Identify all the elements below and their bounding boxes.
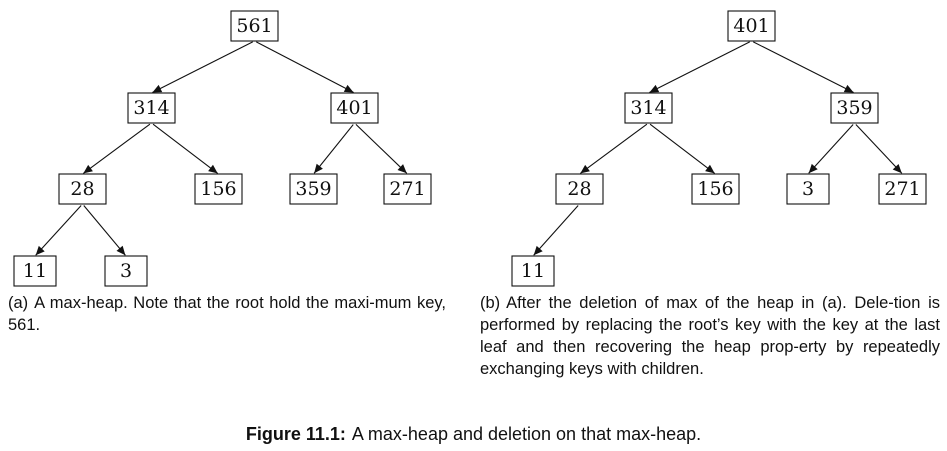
edge-314-to-156 (152, 123, 219, 174)
edge-401-to-359 (753, 41, 854, 94)
heap-node-271: 271 (878, 173, 927, 205)
subcaption-b-text: After the deletion of max of the heap in… (480, 294, 940, 378)
node-key: 271 (884, 178, 920, 200)
edge-28-to-3 (83, 205, 126, 256)
arrowhead-icon (314, 163, 323, 174)
node-key: 3 (120, 260, 132, 282)
arrowhead-icon (580, 164, 590, 174)
figure-caption: Figure 11.1:A max-heap and deletion on t… (0, 424, 947, 445)
heap-node-271: 271 (383, 173, 432, 205)
edge-359-to-271 (855, 124, 903, 174)
node-key: 359 (836, 97, 872, 119)
edge-28-to-11 (533, 205, 579, 256)
edge-401-to-314 (649, 41, 750, 94)
node-box (830, 92, 879, 124)
figure-caption-text: A max-heap and deletion on that max-heap… (351, 424, 702, 444)
node-key: 271 (389, 178, 425, 200)
arrowhead-icon (35, 245, 45, 256)
heap-node-359: 359 (289, 173, 338, 205)
arrowhead-icon (892, 163, 902, 174)
node-key: 561 (236, 15, 272, 37)
subcaption-a: (a)A max-heap. Note that the root hold t… (8, 292, 446, 336)
node-box (383, 173, 432, 205)
node-key: 401 (336, 97, 372, 119)
node-box (13, 255, 57, 287)
node-box (330, 92, 379, 124)
node-key: 314 (630, 97, 666, 119)
arrowhead-icon (533, 245, 543, 256)
node-box (194, 173, 243, 205)
arrowhead-icon (705, 164, 715, 174)
heap-node-314: 314 (127, 92, 176, 124)
edge-314-to-156 (649, 123, 716, 174)
arrowhead-icon (808, 163, 818, 174)
edge-314-to-28 (579, 123, 648, 174)
node-key: 314 (133, 97, 169, 119)
heap-node-3: 3 (104, 255, 148, 287)
node-box (58, 173, 107, 205)
heap-node-3: 3 (786, 173, 830, 205)
node-box (104, 255, 148, 287)
node-key: 11 (521, 260, 545, 282)
node-box (727, 10, 776, 42)
node-key: 3 (802, 178, 814, 200)
heap-diagrams: 561 314 401 28 156 359 271 11 3 401 314 359 28 156 3 2… (13, 10, 927, 287)
arrowhead-icon (649, 84, 660, 93)
node-key: 11 (23, 260, 47, 282)
max-heap-tree-a: 561 314 401 28 156 359 271 11 3 (13, 10, 432, 287)
arrowhead-icon (116, 245, 126, 256)
edge-28-to-11 (35, 205, 82, 256)
edge-401-to-359 (313, 124, 354, 174)
heap-node-28: 28 (555, 173, 604, 205)
node-box (230, 10, 279, 42)
edge-561-to-401 (256, 41, 354, 94)
node-box (555, 173, 604, 205)
subcaption-b: (b)After the deletion of max of the heap… (480, 292, 940, 380)
subcaption-a-label: (a) (8, 294, 29, 312)
heap-node-11: 11 (511, 255, 555, 287)
edge-401-to-271 (355, 123, 408, 174)
heap-node-561: 561 (230, 10, 279, 42)
node-key: 156 (200, 178, 236, 200)
heap-node-314: 314 (624, 92, 673, 124)
arrowhead-icon (208, 164, 218, 174)
node-key: 359 (295, 178, 331, 200)
heap-node-401: 401 (330, 92, 379, 124)
heap-node-156: 156 (194, 173, 243, 205)
edge-359-to-3 (808, 124, 854, 174)
heap-node-401: 401 (727, 10, 776, 42)
heap-node-359: 359 (830, 92, 879, 124)
heap-node-11: 11 (13, 255, 57, 287)
node-key: 401 (733, 15, 769, 37)
node-key: 28 (567, 178, 591, 200)
max-heap-tree-b: 401 314 359 28 156 3 271 11 (511, 10, 927, 287)
node-box (289, 173, 338, 205)
node-box (511, 255, 555, 287)
node-box (624, 92, 673, 124)
node-box (786, 173, 830, 205)
heap-node-28: 28 (58, 173, 107, 205)
arrowhead-icon (843, 84, 854, 93)
arrowhead-icon (343, 84, 354, 93)
arrowhead-icon (83, 164, 93, 174)
subcaption-b-label: (b) (480, 294, 501, 312)
node-key: 156 (697, 178, 733, 200)
node-box (127, 92, 176, 124)
arrowhead-icon (152, 84, 163, 93)
heap-node-156: 156 (691, 173, 740, 205)
figure-number: Figure 11.1: (245, 424, 346, 444)
node-box (691, 173, 740, 205)
node-box (878, 173, 927, 205)
edge-561-to-314 (152, 41, 253, 94)
edge-314-to-28 (82, 123, 151, 174)
arrowhead-icon (397, 164, 407, 174)
node-key: 28 (70, 178, 94, 200)
subcaption-a-text: A max-heap. Note that the root hold the … (8, 294, 446, 334)
